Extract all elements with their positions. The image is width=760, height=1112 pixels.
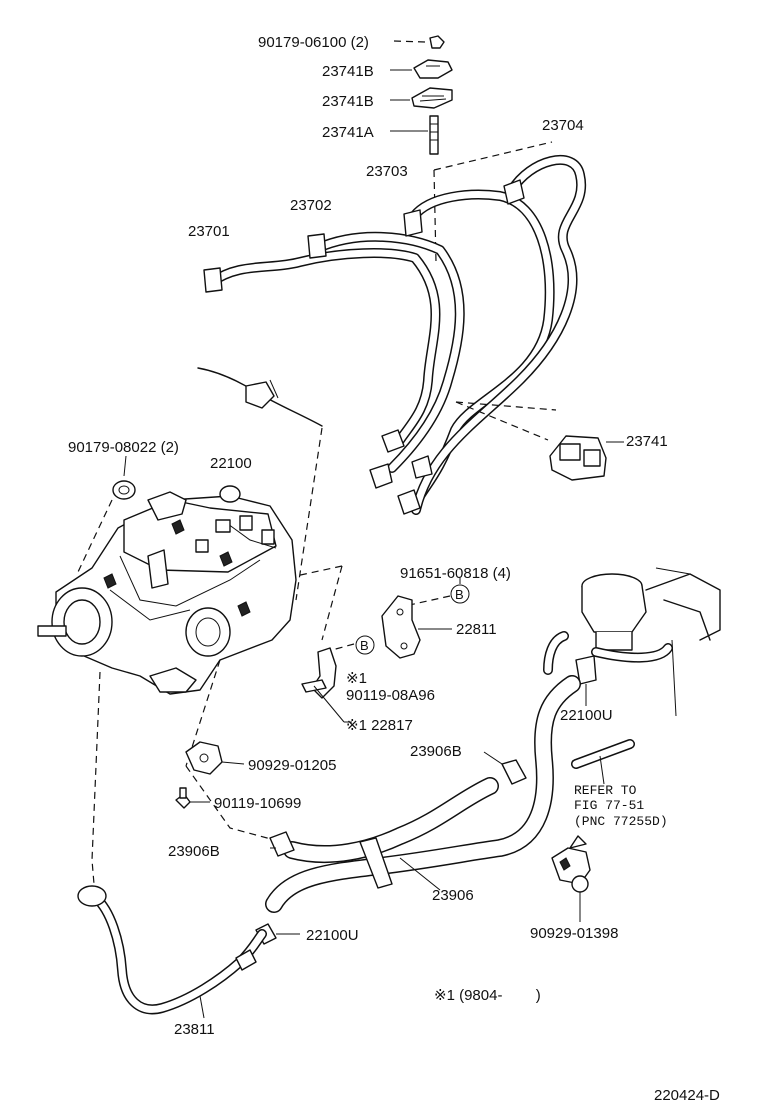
label-ref-b-upper: B [455,587,464,602]
clamp-90929-01398-icon[interactable] [551,835,591,922]
label-90929-01205: 90929-01205 [248,757,336,774]
label-23741b-lower: 23741B [322,93,374,110]
label-22100u-upper: 22100U [560,707,613,724]
label-23811: 23811 [174,1021,215,1038]
ref-mark-b-upper-icon [450,584,470,604]
refer-pipe-icon [571,739,635,785]
nut-90179-08022-icon[interactable] [112,480,136,500]
label-22811: 22811 [456,621,497,638]
label-refer-1: REFER TO [574,783,637,798]
label-refer-3: (PNC 77255D) [574,814,668,829]
vacuum-valve-22100u-upper-icon[interactable] [581,567,721,717]
label-footnote: ※1 (9804- ) [434,987,541,1004]
clamp-23741b-upper-icon[interactable] [390,59,453,79]
figure-id: 220424-D [654,1087,720,1104]
label-23741b-upper: 23741B [322,63,374,80]
clamp-23741-icon[interactable] [549,435,624,481]
label-23906b-upper: 23906B [410,743,462,760]
clip-23906b-lower-icon[interactable] [269,831,295,857]
label-refer-2: FIG 77-51 [574,798,644,813]
injection-pump-22100[interactable] [37,485,297,695]
nut-90179-06100-icon[interactable] [393,35,445,49]
label-22100u-lower: 22100U [306,927,359,944]
label-23741: 23741 [626,433,668,450]
injection-pipe-23702[interactable] [307,231,465,473]
label-ref-b-lower: B [360,638,369,653]
pipe-end-fittings-icon [369,429,433,515]
label-22100: 22100 [210,455,252,472]
bolt-90119-10699-icon[interactable] [175,787,210,809]
bracket-22811-icon[interactable] [381,595,452,659]
label-23702: 23702 [290,197,332,214]
label-22817: ※1 22817 [346,717,413,734]
label-23741a: 23741A [322,124,374,141]
vent-pipe-bracket-icon [197,367,323,427]
ref-mark-b-lower-icon [355,635,375,655]
injection-pipe-23704[interactable] [411,155,587,515]
label-90179-06100: 90179-06100 (2) [258,34,369,51]
label-23703: 23703 [366,163,408,180]
pipe-23811[interactable] [77,885,267,1019]
clamp-90929-01205-icon[interactable] [185,741,245,775]
vacuum-line-right-icon [543,631,673,675]
label-90929-01398: 90929-01398 [530,925,618,942]
label-90179-08022: 90179-08022 (2) [68,439,179,456]
stud-23741a-icon[interactable] [390,115,439,155]
injection-pipe-23701[interactable] [203,248,441,445]
clamp-23741b-lower-icon[interactable] [390,87,453,109]
label-23906b-lower: 23906B [168,843,220,860]
check-valve-22100u-icon[interactable] [575,655,597,706]
label-23704: 23704 [542,117,584,134]
label-23906: 23906 [432,887,474,904]
label-note-mark: ※1 [346,670,367,687]
clip-23906b-upper-icon[interactable] [483,751,527,785]
label-90119-08a96: 90119-08A96 [346,687,435,704]
label-23701: 23701 [188,223,230,240]
bracket-22817-icon[interactable] [301,647,352,723]
label-90119-10699: 90119-10699 [214,795,301,812]
vacuum-hose-23906[interactable] [265,675,581,913]
label-91651-60818: 91651-60818 (4) [400,565,511,582]
